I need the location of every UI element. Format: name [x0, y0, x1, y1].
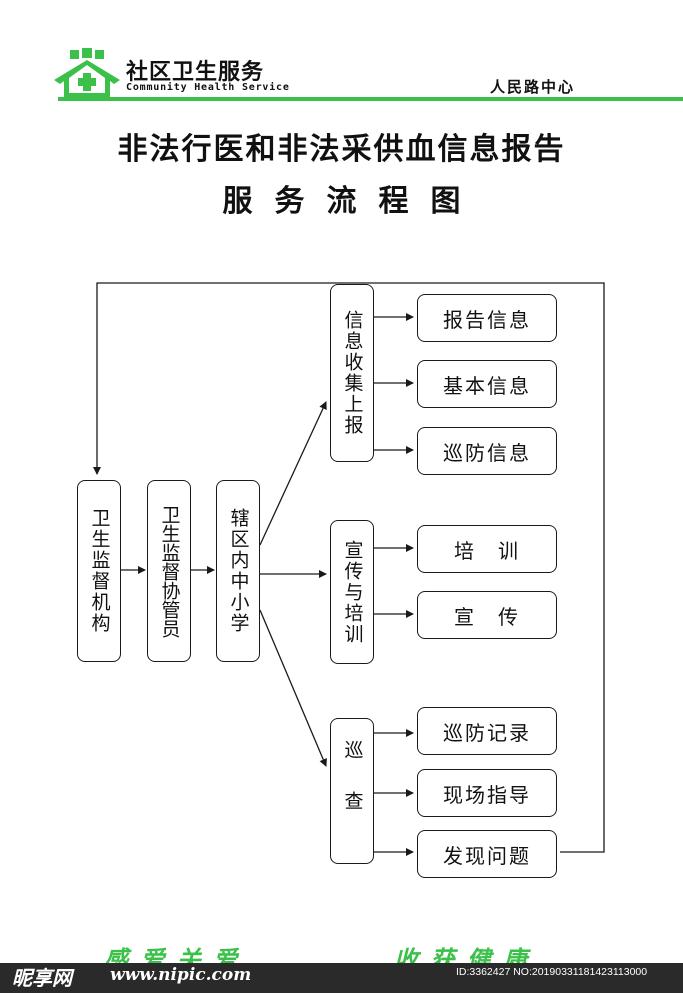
node-supervision-agency: 卫生监督机构 — [77, 480, 121, 662]
node-supervision-assistant: 卫生监督协管员 — [147, 480, 191, 662]
arrow-schools-to-info — [259, 401, 327, 546]
leaf-training: 培 训 — [417, 525, 557, 573]
leaf-report-info: 报告信息 — [417, 294, 557, 342]
node-label: 宣传与培训 — [341, 539, 364, 645]
leaf-label: 宣 传 — [454, 604, 520, 629]
node-district-schools: 辖区内中小学 — [216, 480, 260, 662]
leaf-label: 报告信息 — [443, 307, 531, 332]
watermark-bar — [0, 963, 683, 993]
leaf-label: 现场指导 — [443, 782, 531, 807]
watermark-id: ID:3362427 NO:20190331181423113000 — [456, 966, 648, 978]
feedback-loop-line — [93, 282, 605, 853]
node-label: 卫生监督协管员 — [158, 504, 181, 638]
watermark-site: www.nipic.com — [110, 965, 252, 985]
arrow-schools-to-patrol — [259, 609, 327, 767]
leaf-basic-info: 基本信息 — [417, 360, 557, 408]
node-patrol: 巡查 — [330, 718, 374, 864]
brand-name: 社区卫生服务 — [126, 60, 265, 85]
community-health-logo-icon — [52, 48, 122, 100]
leaf-label: 培 训 — [454, 538, 520, 563]
leaf-label: 发现问题 — [443, 843, 531, 868]
node-publicity-training: 宣传与培训 — [330, 520, 374, 664]
leaf-label: 巡防记录 — [443, 720, 531, 745]
header-divider — [58, 97, 683, 101]
node-label: 卫生监督机构 — [88, 508, 111, 634]
node-label: 辖区内中小学 — [227, 508, 250, 634]
watermark-logo: 昵享网 — [12, 966, 72, 990]
brand-name-english: Community Health Service — [126, 82, 290, 93]
center-name: 人民路中心 — [490, 78, 576, 96]
leaf-onsite-guidance: 现场指导 — [417, 769, 557, 817]
page-title: 非法行医和非法采供血信息报告 — [117, 132, 566, 167]
node-info-collect-report: 信息收集上报 — [330, 284, 374, 462]
leaf-patrol-record: 巡防记录 — [417, 707, 557, 755]
leaf-publicity: 宣 传 — [417, 591, 557, 639]
leaf-label: 基本信息 — [443, 373, 531, 398]
leaf-patrol-info: 巡防信息 — [417, 427, 557, 475]
leaf-find-problems: 发现问题 — [417, 830, 557, 878]
node-label: 信息收集上报 — [341, 310, 364, 436]
leaf-label: 巡防信息 — [443, 440, 531, 465]
page-subtitle: 服务流程图 — [222, 184, 483, 219]
node-label: 巡查 — [341, 740, 364, 842]
